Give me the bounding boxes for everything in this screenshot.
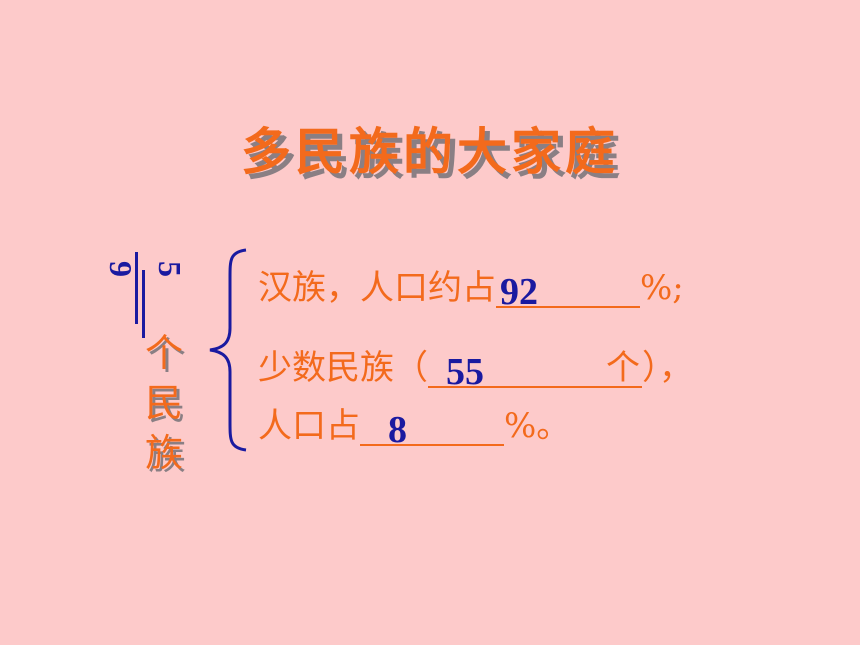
curly-brace: [209, 248, 247, 452]
answer-han-percent: 92: [500, 271, 538, 313]
vertical-label: 个 民 族: [139, 328, 189, 478]
blank-han-percent: 92: [496, 270, 640, 312]
number-nine: 9: [103, 261, 139, 277]
divider-line-left: [135, 252, 138, 324]
divider-line-right: [142, 270, 145, 338]
char-zu: 族: [144, 431, 183, 475]
blank-minority-percent: 8: [360, 408, 504, 450]
number-five: 5: [152, 261, 188, 277]
answer-minority-percent: 8: [388, 409, 407, 451]
char-ge: 个: [144, 331, 183, 375]
char-min: 民: [144, 381, 183, 425]
slide-title: 多民族的大家庭: [241, 123, 619, 181]
answer-minority-count: 55: [446, 351, 484, 393]
